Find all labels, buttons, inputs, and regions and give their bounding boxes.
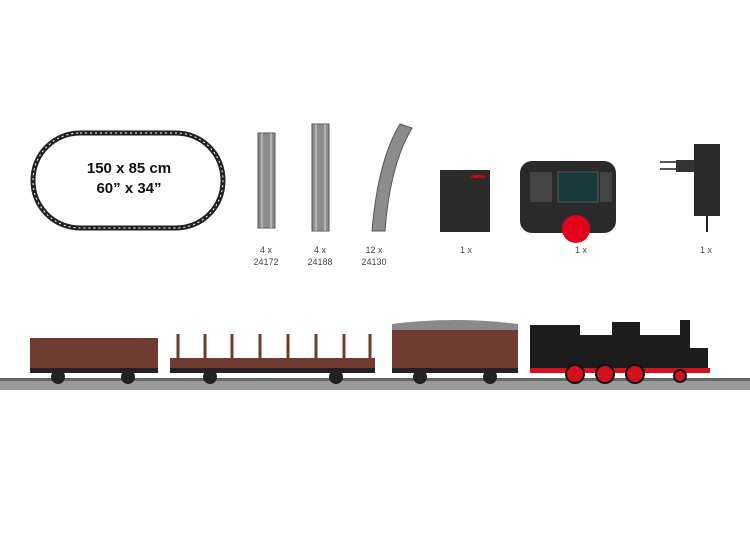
stake-wagon (170, 334, 375, 384)
open-freight-wagon (30, 338, 158, 384)
mobile-station-controller (520, 161, 616, 243)
rail-bed (0, 380, 750, 390)
oval-track-plan (30, 130, 226, 231)
controller-knob (562, 215, 590, 243)
steam-locomotive (530, 320, 710, 384)
component-qty: 1 x (459, 245, 472, 255)
component-qty: 1 x (574, 245, 587, 255)
connection-box (440, 170, 490, 232)
power-supply (660, 144, 720, 232)
layout-dimensions-imperial: 60” x 34” (96, 180, 162, 197)
straight-track-24172 (257, 132, 276, 229)
layout-dimensions-metric: 150 x 85 cm (86, 160, 172, 177)
straight-track-24188 (311, 123, 330, 232)
component-qty: 1 x (699, 245, 712, 255)
curved-track-24130 (371, 123, 413, 232)
covered-goods-wagon (392, 320, 518, 384)
